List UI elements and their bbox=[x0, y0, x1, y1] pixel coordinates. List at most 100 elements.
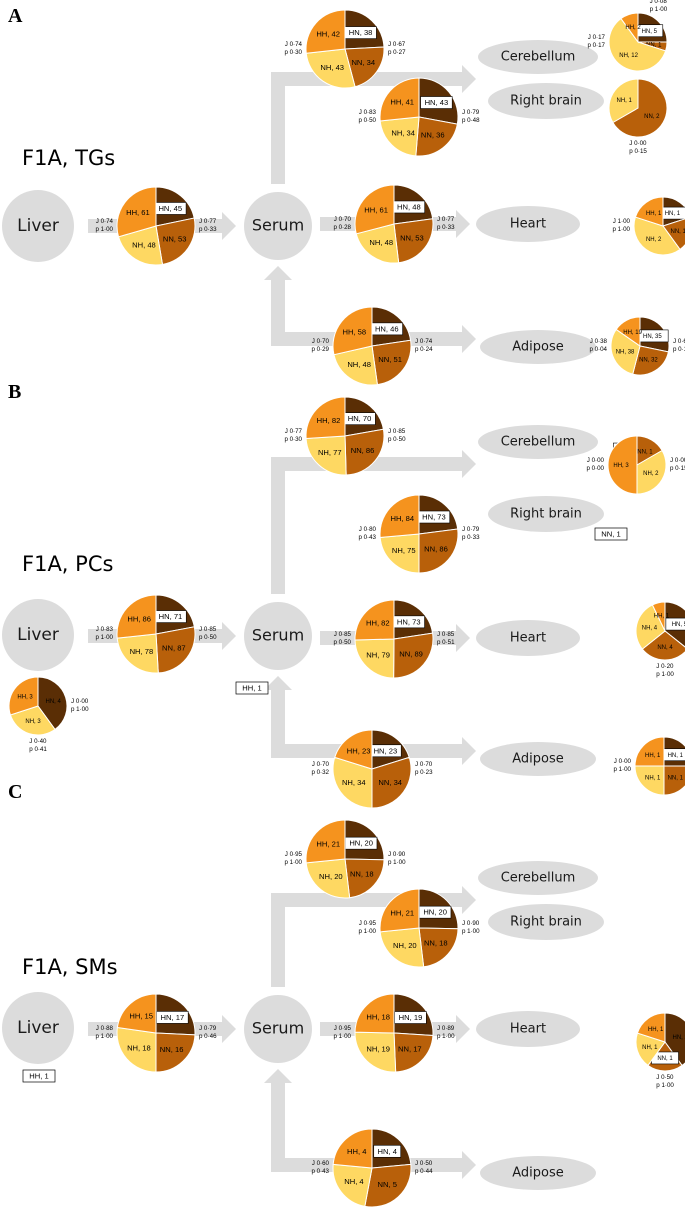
pie-slice-nh bbox=[636, 449, 667, 495]
node-right-brain-label: Right brain bbox=[510, 507, 582, 522]
slice-label-nn: NN, 1 bbox=[668, 775, 684, 781]
slice-label-hh: HH, 58 bbox=[342, 327, 366, 336]
slice-label-nh: NH, 18 bbox=[127, 1043, 151, 1052]
slice-label-hh: HH, 82 bbox=[317, 416, 341, 425]
stat-j: J 0·70 bbox=[334, 216, 352, 223]
slice-label-nn: NN, 18 bbox=[350, 870, 374, 879]
node-serum-label: Serum bbox=[252, 1019, 304, 1038]
pie-slice-nh bbox=[608, 78, 639, 124]
stat-p: p 0·43 bbox=[358, 534, 376, 541]
node-adipose bbox=[480, 742, 596, 776]
stat-j: J 0·40 bbox=[29, 738, 47, 745]
slice-label-hh: HH, 15 bbox=[129, 1011, 153, 1020]
stat-j: J 0·74 bbox=[285, 41, 303, 48]
node-adipose bbox=[480, 330, 596, 364]
pie-slice-nh bbox=[610, 328, 641, 375]
slice-label-hn: HN, 5 bbox=[672, 622, 685, 628]
stat-p: p 0·23 bbox=[415, 769, 433, 776]
pie-slice-hh bbox=[620, 12, 639, 44]
stat-p: p 1·00 bbox=[284, 859, 302, 866]
pie-slice-nh bbox=[116, 1026, 157, 1073]
stat-j: J 0·60 bbox=[312, 1160, 330, 1167]
slice-label-nh: NH, 4 bbox=[344, 1177, 363, 1186]
pie-slice-hh bbox=[651, 601, 666, 632]
stat-p: p 0·50 bbox=[199, 634, 217, 641]
pie-slice-hh bbox=[116, 993, 157, 1034]
stat-j: J 0·89 bbox=[437, 1025, 455, 1032]
stat-j: J 0·85 bbox=[334, 631, 352, 638]
pie-slice-nh bbox=[305, 435, 347, 476]
stat-p: p 1·00 bbox=[95, 634, 113, 641]
arrow-serum-up bbox=[271, 72, 285, 184]
stat-p: p 1·00 bbox=[333, 1033, 351, 1040]
slice-label-nh: NH, 12 bbox=[619, 53, 638, 59]
slice-label-nn: NN, 34 bbox=[378, 778, 402, 787]
slice-label-hn: HN, 17 bbox=[161, 1013, 185, 1022]
slice-label-hh: HH, 61 bbox=[126, 208, 150, 217]
pie-slice-nn bbox=[344, 46, 385, 88]
stat-j: J 0·00 bbox=[71, 698, 89, 705]
pie-slice-nh bbox=[635, 1032, 666, 1067]
pie-cerebellum-small: HN, 0NN, 1NH, 2HH, 3J 0·00p 0·00J 0·00p … bbox=[586, 435, 685, 495]
pie-slice-nn bbox=[632, 345, 669, 376]
node-adipose-label: Adipose bbox=[512, 1166, 564, 1181]
pie-slice-nn bbox=[371, 339, 412, 386]
slice-label-box bbox=[394, 1011, 427, 1024]
pie-slice-nn bbox=[663, 765, 685, 796]
stat-p: p 1·00 bbox=[656, 671, 674, 678]
stat-j: J 0·83 bbox=[359, 109, 377, 116]
stat-p: p 0·17 bbox=[587, 42, 605, 49]
pie-slice-hh bbox=[332, 306, 373, 356]
panel-title: F1A, TGs bbox=[22, 146, 115, 170]
pie-slice-hn bbox=[37, 676, 68, 731]
slice-label-box bbox=[665, 617, 685, 631]
pie-slice-nh bbox=[355, 223, 400, 264]
stat-j: J 0·79 bbox=[199, 1025, 217, 1032]
slice-label-hh: HH, 3 bbox=[17, 695, 33, 701]
stat-p: p 0·15 bbox=[629, 148, 647, 155]
slice-label-hn: HN, 4 bbox=[45, 699, 61, 705]
pie-slice-nh bbox=[305, 858, 351, 899]
stat-p: p 1·00 bbox=[388, 859, 406, 866]
pie-slice-hh bbox=[634, 196, 664, 227]
slice-label-hn: HN, 35 bbox=[643, 334, 662, 340]
node-liver-label: Liver bbox=[17, 1018, 59, 1038]
pie-slice-nh bbox=[634, 765, 665, 796]
slice-label-hh: HH, 1 bbox=[646, 211, 662, 217]
pie-slice-hh bbox=[116, 594, 157, 639]
pie-slice-nh bbox=[117, 225, 164, 266]
pie-slice-hh bbox=[305, 9, 346, 54]
pie-slice-hh bbox=[634, 736, 665, 767]
panel-letter: A bbox=[8, 5, 23, 27]
slice-label-hh: HH, 82 bbox=[366, 619, 390, 628]
slice-label-nn: NN, 86 bbox=[424, 544, 448, 553]
stat-j: J 0·95 bbox=[359, 920, 377, 927]
pie-slice-hh bbox=[607, 435, 638, 495]
slice-label-nn: NN, 32 bbox=[639, 358, 658, 364]
node-cerebellum bbox=[478, 40, 598, 74]
slice-label-nh: NH, 48 bbox=[347, 360, 371, 369]
slice-label-hn: HN, 20 bbox=[349, 839, 373, 848]
pie-slice-hh bbox=[116, 186, 157, 238]
slice-label-hn: HN, 23 bbox=[374, 746, 398, 755]
arrow-adipose-serum bbox=[264, 266, 292, 346]
stat-p: p 1·00 bbox=[462, 928, 480, 935]
stat-p: p 0·24 bbox=[415, 346, 433, 353]
pie-slice-hh bbox=[379, 888, 420, 933]
stat-j: J 0·90 bbox=[462, 920, 480, 927]
stat-p: p 0·50 bbox=[388, 436, 406, 443]
stat-p: p 1·00 bbox=[612, 226, 630, 233]
stat-j: J 0·08 bbox=[650, 0, 668, 5]
slice-label-hn: HN, 71 bbox=[159, 612, 183, 621]
box-liver-label: HH, 1 bbox=[29, 1072, 48, 1081]
arrow-adipose-serum bbox=[264, 1069, 292, 1172]
pie-slice-nn bbox=[641, 630, 685, 661]
slice-label-hh: HH, 1 bbox=[654, 614, 670, 620]
stat-j: J 0·50 bbox=[415, 1160, 433, 1167]
stat-j: J 0·00 bbox=[614, 758, 632, 765]
slice-label-hn: HN, 38 bbox=[349, 28, 373, 37]
stat-p: p 1·00 bbox=[650, 6, 668, 13]
